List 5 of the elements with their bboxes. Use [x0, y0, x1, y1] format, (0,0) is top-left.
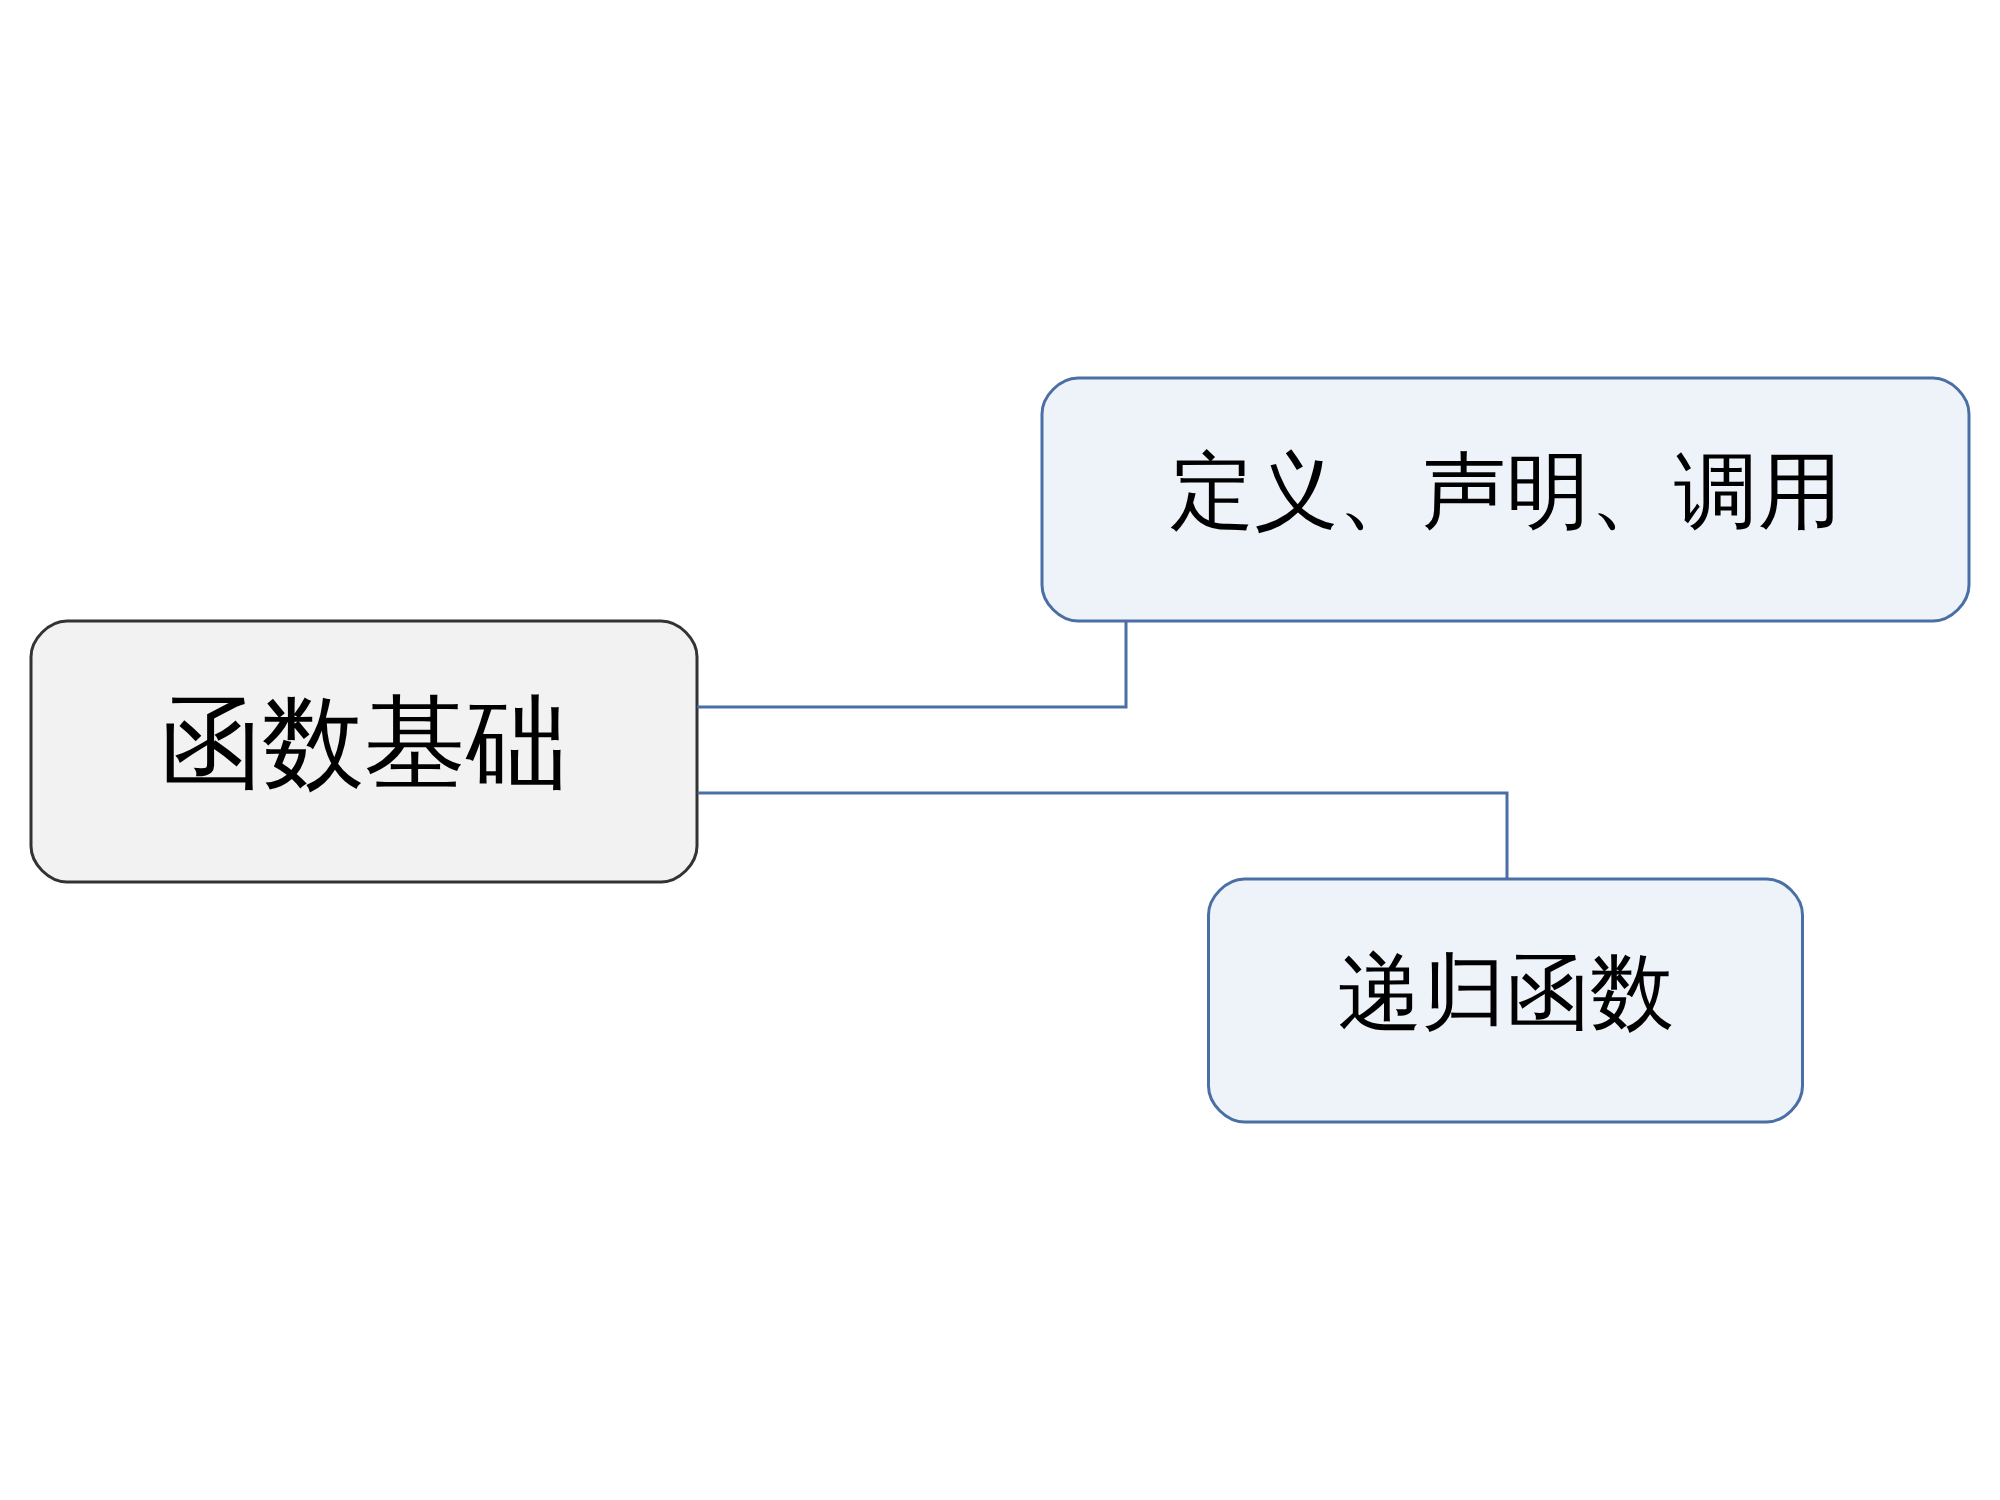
- connector: [697, 621, 1128, 709]
- node-box: 定义、声明、调用: [1040, 376, 1971, 623]
- node-box: 递归函数: [1207, 877, 1804, 1124]
- node-box: 函数基础: [29, 619, 699, 884]
- connector: [697, 791, 1509, 879]
